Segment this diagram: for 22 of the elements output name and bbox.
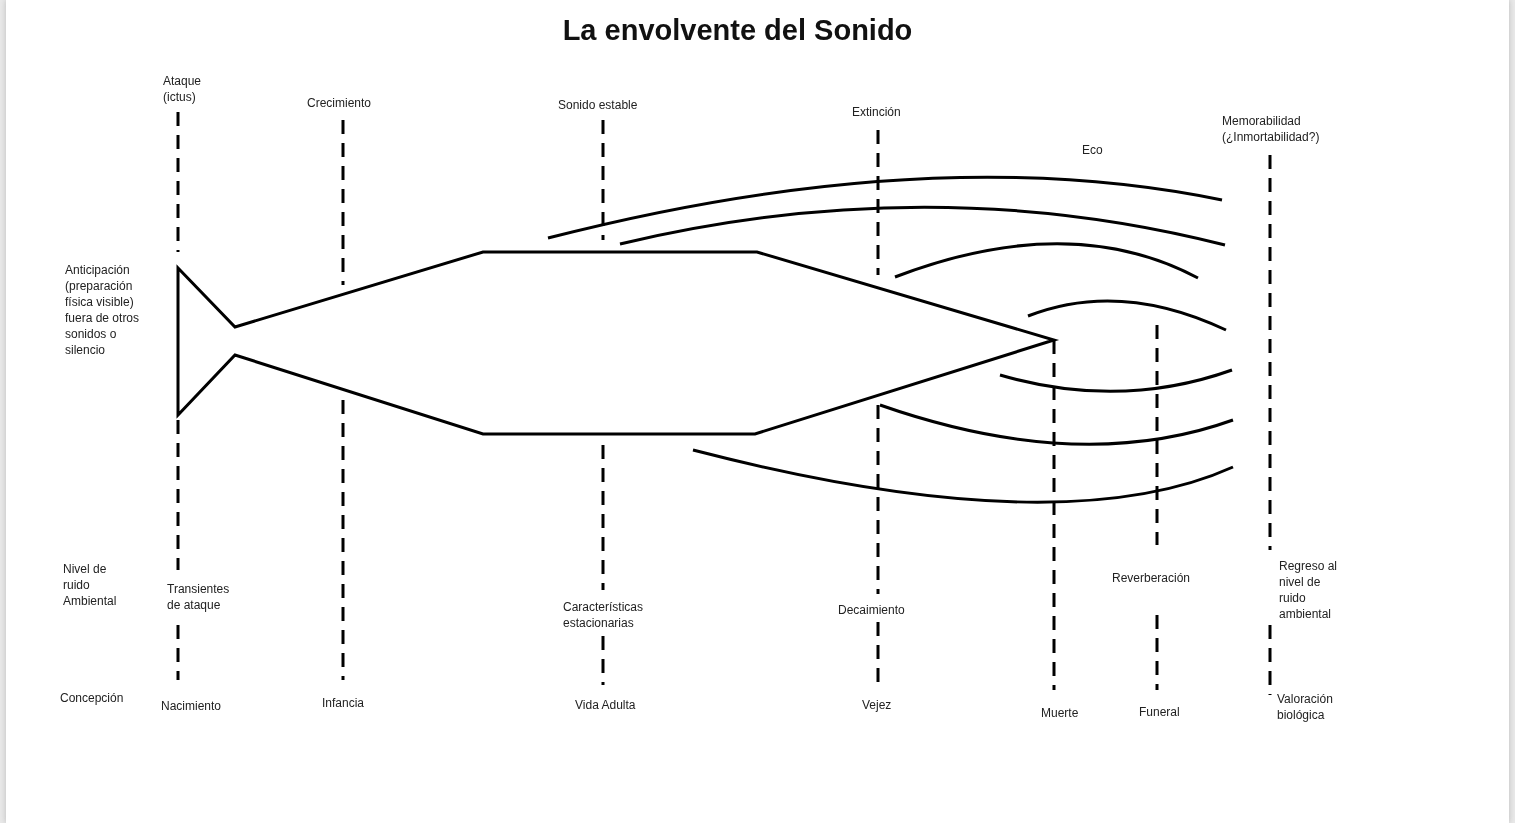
stage-label: Regreso al nivel de ruido ambiental	[1279, 558, 1339, 622]
stage-label: Memorabilidad (¿Inmortabilidad?)	[1222, 113, 1321, 145]
stage-label: Concepción	[60, 690, 125, 706]
stage-label: Eco	[1082, 142, 1104, 158]
stage-label: Anticipación (preparación física visible) fuera de otros sonidos o silencio	[65, 262, 141, 358]
stage-label: Reverberación	[1112, 570, 1192, 586]
stage-label: Funeral	[1139, 704, 1181, 720]
stage-label: Ataque (ictus)	[163, 73, 203, 105]
stage-label: Valoración biológica	[1277, 691, 1334, 723]
stage-label: Vejez	[862, 697, 893, 713]
stage-label: Sonido estable	[558, 97, 639, 113]
stage-label: Extinción	[852, 104, 902, 120]
stage-label: Infancia	[322, 695, 366, 711]
stage-label: Nivel de ruido Ambiental	[63, 561, 118, 609]
stage-label: Decaimiento	[838, 602, 906, 618]
stage-label: Nacimiento	[161, 698, 223, 714]
stage-label: Crecimiento	[307, 95, 373, 111]
stage-label: Transientes de ataque	[167, 581, 231, 613]
stage-label: Vida Adulta	[575, 697, 637, 713]
stage-label: Características estacionarias	[563, 599, 645, 631]
stage-label: Muerte	[1041, 705, 1080, 721]
diagram-title: La envolvente del Sonido	[561, 14, 914, 47]
